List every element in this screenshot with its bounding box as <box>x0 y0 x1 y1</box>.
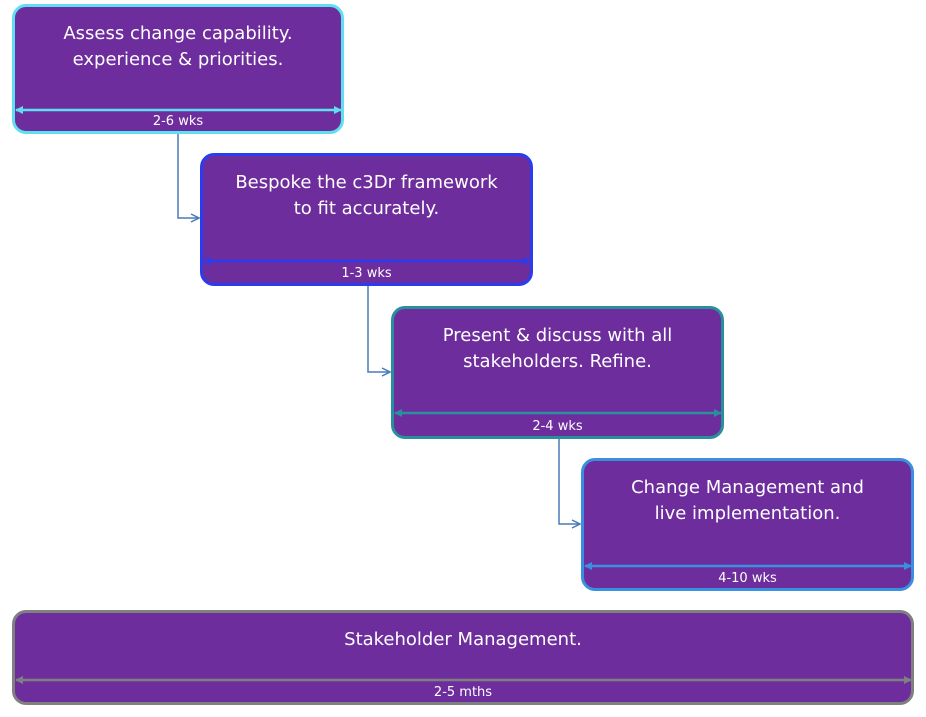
step-4-box: Change Management and live implementatio… <box>581 458 914 591</box>
step-1-duration: 2-6 wks <box>152 114 204 129</box>
stakeholder-title: Stakeholder Management. <box>344 629 582 650</box>
step-1-box: Assess change capability. experience & p… <box>12 4 344 134</box>
step-4-title: Change Management and live implementatio… <box>631 477 864 524</box>
step-1-title: Assess change capability. experience & p… <box>63 23 293 70</box>
stakeholder-box: Stakeholder Management. 2-5 mths <box>12 610 914 705</box>
step-3-duration: 2-4 wks <box>532 419 583 434</box>
step-2-box: Bespoke the c3Dr framework to fit accura… <box>200 153 533 286</box>
connector-1-2 <box>177 134 199 218</box>
step-3-box: Present & discuss with all stakeholders.… <box>391 306 724 439</box>
connector-3-4 <box>558 439 580 524</box>
stakeholder-duration: 2-5 mths <box>433 685 493 700</box>
step-2-title: Bespoke the c3Dr framework to fit accura… <box>235 172 498 219</box>
step-3-title: Present & discuss with all stakeholders.… <box>442 325 673 372</box>
step-2-duration: 1-3 wks <box>341 266 392 281</box>
step-4-duration: 4-10 wks <box>718 571 777 586</box>
connector-2-3 <box>367 286 390 372</box>
